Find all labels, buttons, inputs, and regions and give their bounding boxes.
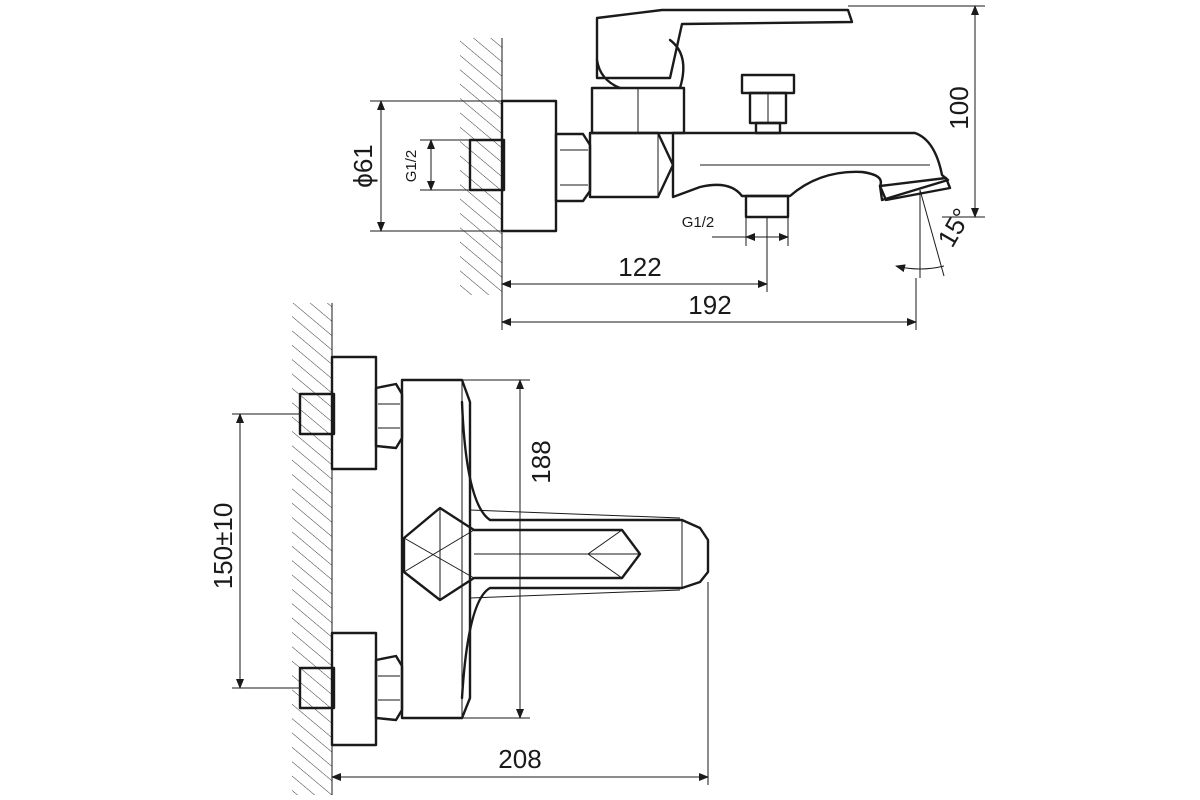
dim-188: 188 (526, 440, 556, 483)
mixer-body-bottom (400, 378, 472, 720)
dim-angle: 15° (931, 203, 977, 252)
wall-bottom (292, 303, 332, 795)
top-view: 188 150±10 208 (208, 303, 710, 795)
escutcheon-top (500, 99, 558, 233)
dim-g12-outlet: G1/2 (682, 214, 715, 231)
dim-192: 192 (688, 290, 731, 320)
lever-top (402, 506, 642, 602)
wall-pipe-top (468, 138, 506, 192)
side-view: ϕ61 G1/2 100 15° G1/2 122 192 (348, 5, 985, 330)
dim-150: 150±10 (208, 503, 238, 590)
diverter-knob (740, 73, 796, 95)
aerator (878, 176, 952, 202)
nut-upper (374, 382, 404, 450)
dim-height-100: 100 (944, 86, 974, 129)
escutcheon-lower (330, 631, 378, 747)
dim-g12-wall: G1/2 (403, 150, 420, 183)
nut-lower (374, 654, 404, 722)
spout-top (671, 131, 950, 202)
escutcheon-upper (330, 355, 378, 471)
dim-208: 208 (498, 744, 541, 774)
hex-nut-top (554, 132, 592, 203)
dim-diameter: ϕ61 (348, 144, 378, 187)
lever-handle (595, 8, 854, 80)
wall-top (460, 38, 502, 295)
mixer-body-top (588, 131, 675, 199)
dim-122: 122 (618, 252, 661, 282)
outlet-thread (744, 194, 790, 219)
